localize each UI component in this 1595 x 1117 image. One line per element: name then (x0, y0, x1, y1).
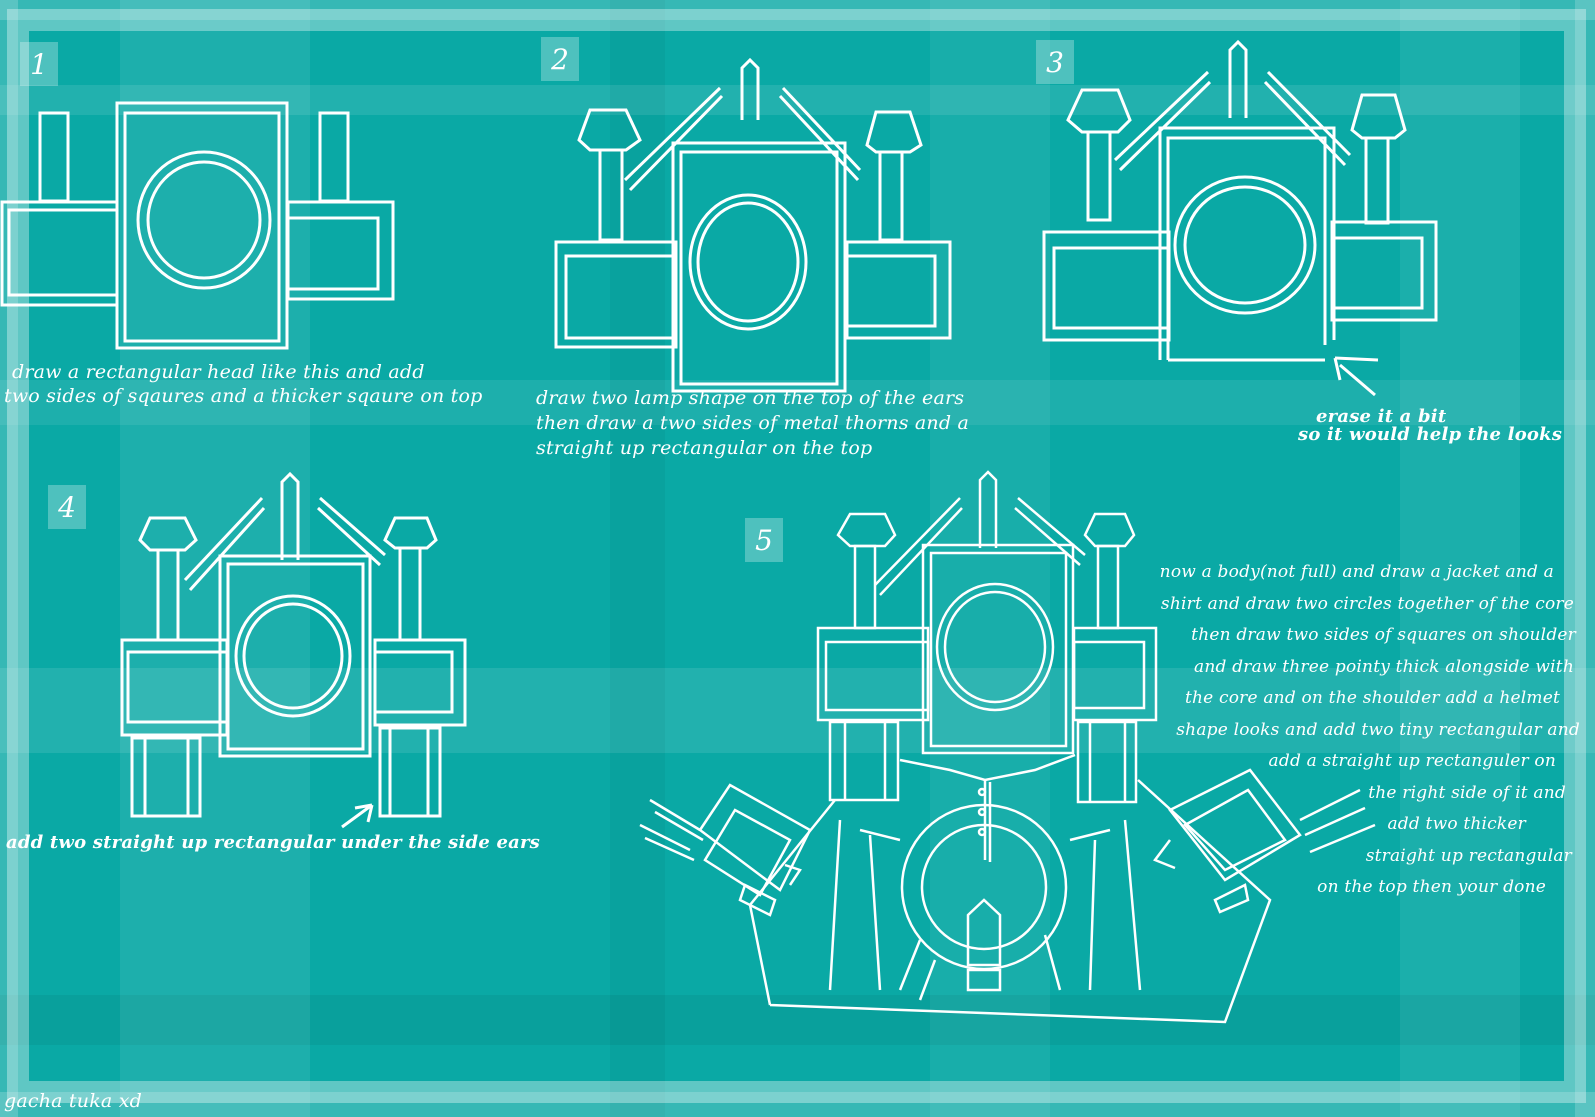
step-5-drawing (639, 470, 1376, 1024)
step-1-badge: 1 (20, 42, 58, 86)
step-2-line-1: draw two lamp shape on the top of the ea… (536, 387, 965, 409)
step-5-line-8: the right side of it and (1368, 782, 1566, 803)
step-3-instructions: erase it a bit so it would help the look… (1298, 408, 1562, 444)
step-3-line-1: erase it a bit (1316, 406, 1447, 427)
step-5-line-6: shape looks and add two tiny rectangular… (1176, 719, 1580, 740)
step-5-line-2: shirt and draw two circles together of t… (1160, 593, 1574, 614)
step-5-line-5: the core and on the shoulder add a helme… (1184, 688, 1560, 708)
step-1-instructions: draw a rectangular head like this and ad… (4, 360, 483, 408)
step-1-line-2: two sides of sqaures and a thicker sqaur… (4, 385, 483, 407)
step-3-line-2: so it would help the looks (1298, 424, 1563, 445)
artist-credit: gacha tuka xd (4, 1090, 142, 1112)
step-4-drawing (120, 471, 467, 829)
step-5-line-3: then draw two sides of squares on should… (1191, 625, 1576, 645)
step-5-line-10: straight up rectangular (1365, 845, 1572, 866)
step-5-instructions: now a body(not full) and draw a jacket a… (1120, 557, 1586, 904)
step-2-line-3: straight up rectangular on the top (536, 437, 873, 459)
step-4-badge: 4 (48, 485, 86, 529)
step-5-line-4: and draw three pointy thick alongside wi… (1193, 656, 1574, 677)
step-2-line-2: then draw a two sides of metal thorns an… (536, 412, 970, 434)
step-5-line-11: on the top then your done (1317, 877, 1546, 897)
step-4-line-1: add two straight up rectangular under th… (6, 832, 540, 853)
step-5-line-7: add a straight up rectanguler on (1268, 751, 1556, 771)
step-4-instructions: add two straight up rectangular under th… (6, 830, 540, 856)
step-2-badge: 2 (541, 37, 579, 81)
step-2-drawing (554, 57, 952, 393)
step-1-drawing (0, 101, 395, 350)
step-1-line-1: draw a rectangular head like this and ad… (12, 361, 425, 383)
step-3-badge: 3 (1036, 40, 1074, 84)
step-5-badge: 5 (745, 518, 783, 562)
step-5-line-1: now a body(not full) and draw a jacket a… (1159, 562, 1554, 582)
step-5-line-9: add two thicker (1387, 814, 1526, 834)
step-3-drawing (1042, 39, 1438, 397)
step-2-instructions: draw two lamp shape on the top of the ea… (536, 386, 969, 461)
